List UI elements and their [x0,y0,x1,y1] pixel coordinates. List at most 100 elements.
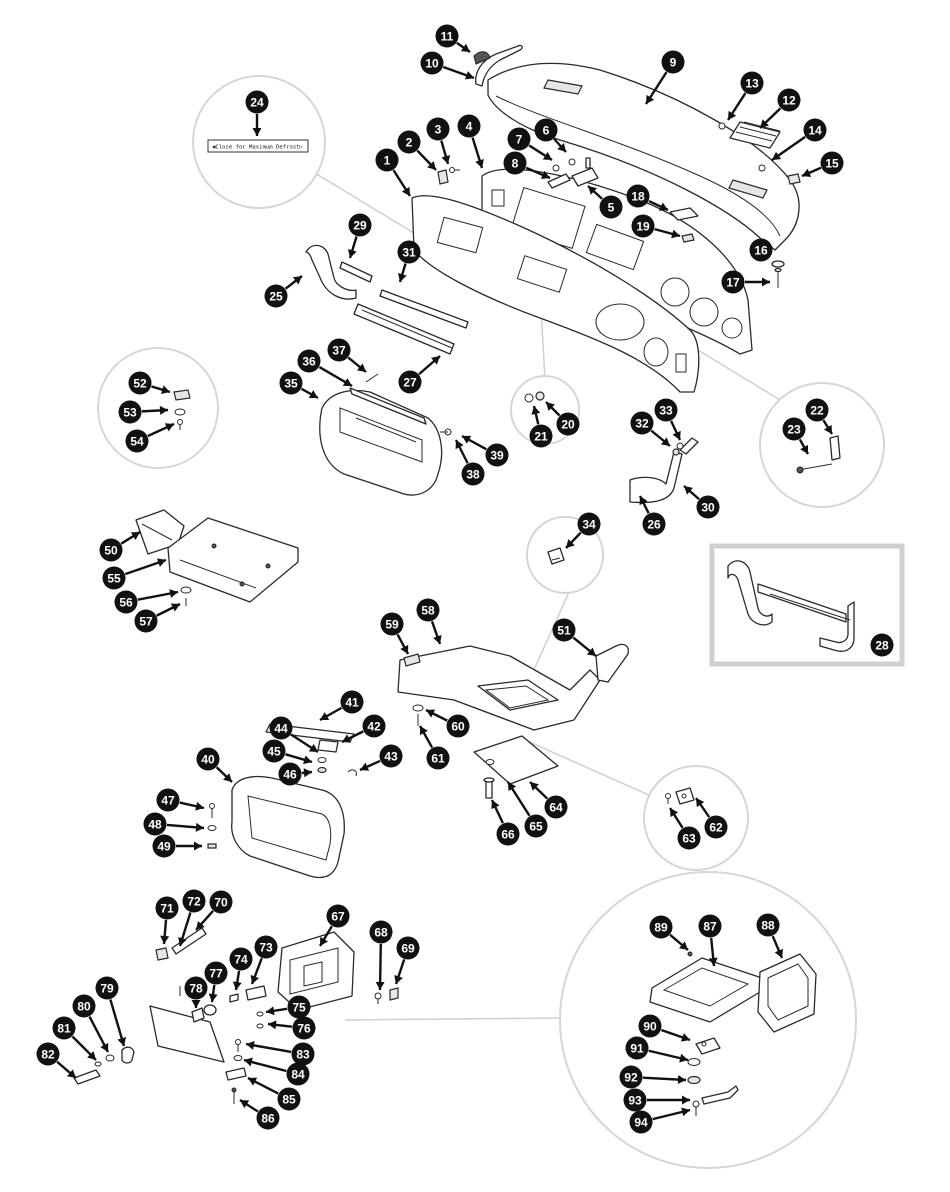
callout-number-14: 14 [808,123,822,137]
callout-badge-82 [36,1042,60,1066]
callout-arrowhead-74 [232,981,242,990]
part-50-bracket [135,509,185,555]
callout-arrowhead-33 [672,430,681,440]
callout-arrows [56,41,834,1121]
parts-5-8-brackets [547,157,599,189]
part-26-bracket [629,437,699,504]
callout-arrowhead-36 [342,378,352,386]
callout-number-73: 73 [259,940,273,954]
callout-arrowhead-48 [195,822,204,832]
callout-arrowhead-41 [320,712,330,720]
callout-badge-27 [398,370,422,394]
part-35-glovebox [319,373,452,496]
callout-number-9: 9 [670,55,677,69]
callout-badge-81 [52,1016,76,1040]
callout-arrowhead-39 [462,435,472,444]
callout-arrowhead-34 [566,539,575,548]
callout-badge-15 [820,151,844,175]
callout-badge-59 [380,612,404,636]
callout-badge-36 [297,349,321,373]
callout-badge-45 [262,739,286,763]
callout-number-15: 15 [825,156,839,170]
part-40-console-frame [231,775,345,879]
callout-number-12: 12 [782,93,796,107]
callout-number-39: 39 [490,448,504,462]
callout-arrowhead-15 [802,168,812,177]
callout-number-89: 89 [654,920,668,934]
callout-arrowhead-64 [530,782,539,791]
callout-arrowhead-68 [375,981,385,990]
callout-number-37: 37 [332,343,346,357]
callout-arrowhead-46 [303,768,312,778]
callout-arrowhead-89 [678,941,688,950]
callout-arrowhead-56 [169,589,178,598]
callout-badge-73 [254,935,278,959]
callout-arrow-79 [109,999,126,1047]
parts-62-63 [665,787,695,805]
callout-arrowhead-51 [586,647,596,656]
callout-arrowhead-1 [401,186,410,196]
callout-badge-10 [420,51,444,75]
callout-badge-3 [426,117,450,141]
part-34-clip [547,547,565,565]
callout-badge-13 [740,71,764,95]
callout-arrowhead-42 [342,734,352,743]
callout-badge-94 [629,1110,653,1134]
callout-badge-87 [698,914,722,938]
callout-number-49: 49 [157,839,171,853]
callout-badge-72 [182,889,206,913]
callout-number-53: 53 [123,405,137,419]
callout-number-70: 70 [214,895,228,909]
callout-badge-64 [544,795,568,819]
callout-arrowhead-86 [240,1100,250,1109]
parts-60-61 [412,704,424,726]
part-25-defrost-duct [305,244,357,300]
callout-number-66: 66 [501,827,515,841]
callout-badge-65 [524,814,548,838]
callout-number-58: 58 [421,603,435,617]
callout-arrowhead-9 [646,94,655,104]
defrost-placard: ◀Close for Maximum Defrost▷ [207,139,309,153]
callout-number-52: 52 [133,376,147,390]
callout-badge-16 [749,238,773,262]
callout-arrowhead-76 [268,1020,277,1030]
callout-arrowhead-52 [161,385,170,395]
callout-badge-75 [287,995,311,1019]
callout-number-17: 17 [726,275,740,289]
part-31-strip [379,289,469,329]
callout-number-25: 25 [269,289,283,303]
callout-arrowhead-40 [223,773,232,782]
parts-52-54-fasteners [173,389,191,430]
callout-badge-41 [340,690,364,714]
callout-arrowhead-61 [420,726,428,736]
callout-number-30: 30 [701,500,715,514]
callout-arrowhead-6 [557,143,566,152]
detail-circle-52-54 [97,347,219,469]
callout-number-47: 47 [161,793,175,807]
callout-arrowhead-75 [266,1006,275,1016]
callout-number-91: 91 [630,1041,644,1055]
callout-badge-89 [649,915,673,939]
callout-badge-28 [870,633,894,657]
callout-badge-80 [72,994,96,1018]
callout-arrowhead-38 [455,440,464,450]
callout-arrowhead-88 [774,948,784,958]
callout-arrowhead-50 [130,532,140,541]
callout-arrowhead-73 [250,974,260,984]
callout-arrowhead-63 [670,808,679,818]
callout-arrowhead-69 [394,974,403,984]
callout-badge-42 [362,714,386,738]
callout-number-20: 20 [561,417,575,431]
callout-number-16: 16 [754,243,768,257]
callout-arrowhead-92 [677,1075,686,1085]
callout-badge-2 [397,130,421,154]
callout-badge-62 [704,815,728,839]
callout-badge-43 [379,744,403,768]
parts-18-19-brackets [669,207,699,243]
callout-badge-85 [277,1087,301,1111]
parts-20-21-nuts [524,391,545,403]
callout-number-85: 85 [282,1092,296,1106]
callout-arrowhead-21 [531,406,541,415]
callout-number-48: 48 [148,817,162,831]
